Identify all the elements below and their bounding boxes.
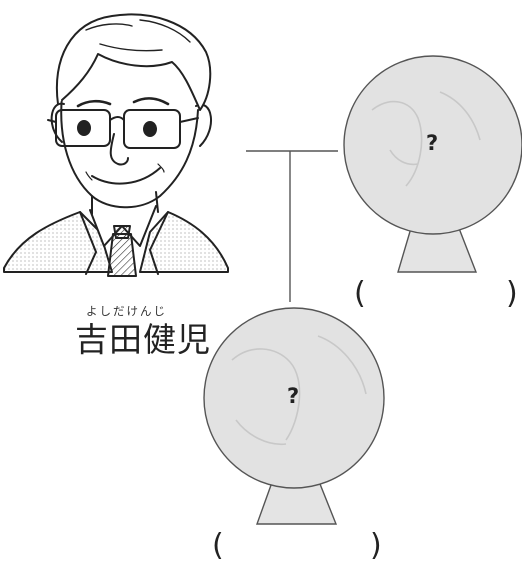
neck — [91, 191, 159, 215]
card-2-faint-sketch — [231, 335, 367, 445]
left-ear — [50, 102, 65, 143]
left-lapel — [79, 211, 97, 275]
mouth — [91, 167, 161, 185]
card-2-globe — [203, 307, 385, 489]
card-1 — [343, 55, 522, 273]
cheek-lines — [85, 163, 165, 181]
card-2-answer-open-paren: ( — [212, 528, 224, 563]
left-eyebrow — [76, 99, 112, 108]
hair — [55, 13, 212, 111]
card-1-faint-sketch — [371, 91, 481, 187]
card-2-answer-field[interactable] — [228, 536, 364, 560]
card-2-question-mark: ? — [287, 384, 300, 408]
glasses-arm — [47, 117, 199, 123]
hair-strands — [85, 19, 191, 52]
person-name: 吉田健児 — [75, 320, 211, 359]
card-1-answer-field[interactable] — [370, 284, 500, 308]
nose — [109, 133, 129, 166]
glasses-right-lens — [123, 109, 181, 149]
right-eyebrow — [132, 97, 170, 106]
necktie — [107, 233, 137, 277]
glasses-left-lens — [55, 109, 111, 147]
glasses-bridge — [109, 116, 125, 121]
card-1-answer-close-paren: ) — [506, 276, 518, 311]
card-1-globe — [343, 55, 522, 235]
tie-knot — [113, 225, 131, 239]
card-1-answer-open-paren: ( — [354, 276, 366, 311]
left-eye — [77, 120, 91, 136]
name-furigana: よしだけんじ — [86, 304, 167, 318]
person-portrait — [3, 13, 229, 277]
face-outline — [60, 95, 199, 209]
card-2 — [203, 307, 385, 525]
right-lapel — [149, 211, 169, 275]
right-eye — [143, 121, 157, 137]
card-2-answer-close-paren: ) — [370, 528, 382, 563]
connector-lines — [246, 150, 338, 302]
card-1-question-mark: ? — [426, 131, 439, 155]
